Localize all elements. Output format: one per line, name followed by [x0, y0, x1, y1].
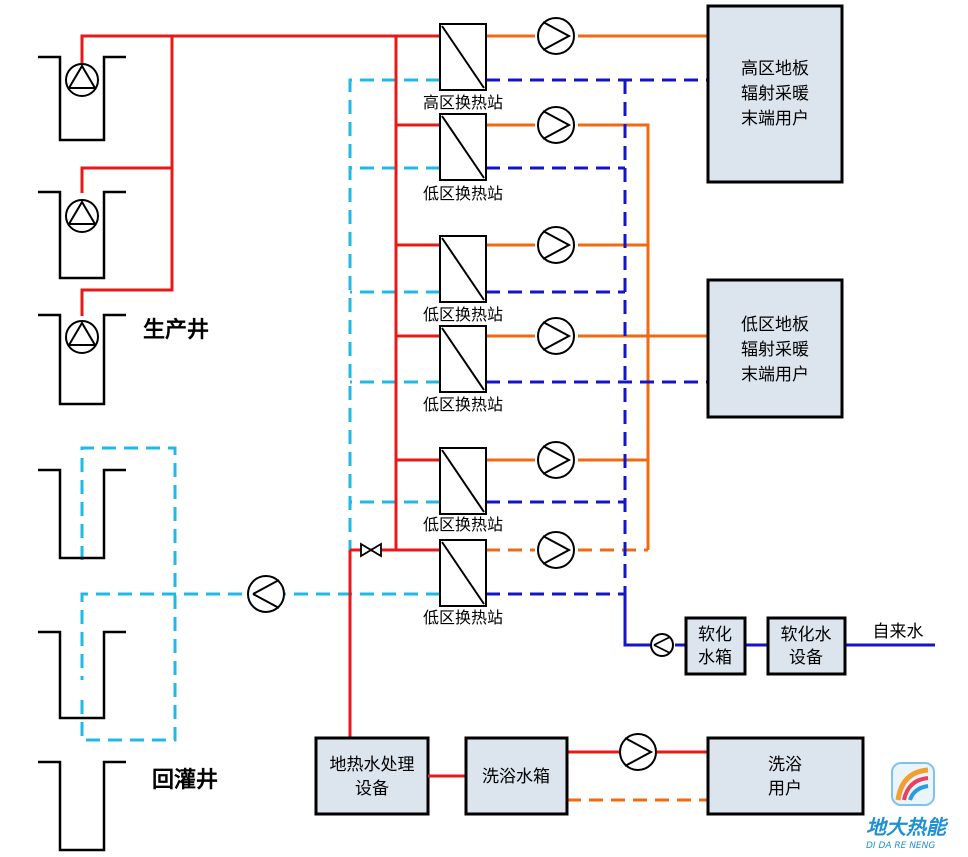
reinjection-pipes: [80, 78, 440, 742]
heating-return-pipes: [486, 78, 935, 647]
svg-text:洗浴水箱: 洗浴水箱: [482, 767, 550, 787]
logo-text: 地大热能: [866, 815, 949, 839]
low-zone-user-box: 低区地板 辐射采暖 末端用户: [706, 278, 844, 419]
production-wells: 生产井: [38, 55, 209, 406]
softened-water-tank-box: 软化 水箱: [684, 616, 747, 676]
pump-icon: [537, 17, 575, 55]
svg-text:设备: 设备: [355, 779, 389, 799]
heat-exchanger-low-4: 低区换热站: [423, 447, 503, 534]
hx-label: 低区换热站: [423, 608, 503, 627]
svg-text:末端用户: 末端用户: [741, 365, 809, 385]
svg-text:洗浴: 洗浴: [768, 755, 802, 775]
svg-text:辐射采暖: 辐射采暖: [741, 340, 809, 360]
svg-text:辐射采暖: 辐射采暖: [741, 84, 809, 104]
tap-water-label: 自来水: [873, 622, 924, 642]
svg-text:高区地板: 高区地板: [741, 59, 809, 79]
circulation-pumps: [537, 17, 674, 771]
logo-subtext: DI DA RE NENG: [866, 841, 935, 851]
well-pump-icon: [65, 63, 99, 97]
hx-label: 低区换热站: [423, 305, 503, 324]
hx-label: 低区换热站: [423, 515, 503, 534]
reinjection-well-2: [38, 630, 126, 720]
svg-text:低区地板: 低区地板: [741, 315, 809, 335]
production-well-label: 生产井: [143, 318, 209, 343]
pump-icon: [650, 633, 674, 657]
valve-icon: [360, 542, 382, 558]
reinjection-well-label: 回灌井: [152, 767, 218, 793]
heat-exchanger-low-2: 低区换热站: [423, 235, 503, 324]
pump-icon: [537, 531, 575, 569]
svg-text:末端用户: 末端用户: [741, 109, 809, 129]
reinjection-well-1: [38, 468, 126, 560]
heating-supply-pipes: [486, 34, 708, 802]
svg-text:软化: 软化: [698, 625, 732, 645]
pump-icon: [537, 226, 575, 264]
company-logo: 地大热能 DI DA RE NENG: [866, 762, 949, 851]
heat-exchanger-low-5: 低区换热站: [423, 539, 503, 627]
high-zone-user-box: 高区地板 辐射采暖 末端用户: [706, 4, 844, 184]
svg-text:设备: 设备: [789, 648, 823, 668]
heat-exchanger-low-3: 低区换热站: [423, 325, 503, 414]
hx-label: 低区换热站: [423, 395, 503, 414]
reinjection-well-3: [38, 760, 126, 852]
svg-text:用户: 用户: [768, 779, 802, 799]
geothermal-supply-pipes: [80, 34, 708, 754]
hx-label: 低区换热站: [423, 184, 503, 203]
svg-text:水箱: 水箱: [698, 648, 732, 668]
bath-user-box: 洗浴 用户: [706, 736, 865, 816]
reinjection-pump-icon: [247, 575, 285, 613]
pump-icon: [537, 106, 575, 144]
well-pump-icon: [65, 199, 99, 233]
production-well-1: [38, 55, 126, 142]
pump-icon: [537, 317, 575, 355]
production-well-2: [38, 190, 126, 280]
pump-icon: [537, 441, 575, 479]
svg-text:地热水处理: 地热水处理: [330, 755, 415, 775]
heat-exchanger-high: 高区换热站: [423, 23, 503, 112]
reinjection-wells: 回灌井: [38, 468, 218, 852]
water-softener-box: 软化水 设备: [766, 616, 847, 676]
heat-exchanger-low-1: 低区换热站: [423, 113, 503, 203]
bath-tank-box: 洗浴水箱: [464, 736, 569, 816]
svg-text:软化水: 软化水: [781, 625, 832, 645]
pump-icon: [619, 733, 657, 771]
well-pump-icon: [65, 320, 99, 354]
geothermal-treatment-box: 地热水处理 设备: [314, 736, 430, 816]
hx-label: 高区换热站: [423, 93, 503, 112]
production-well-3: [38, 313, 126, 406]
